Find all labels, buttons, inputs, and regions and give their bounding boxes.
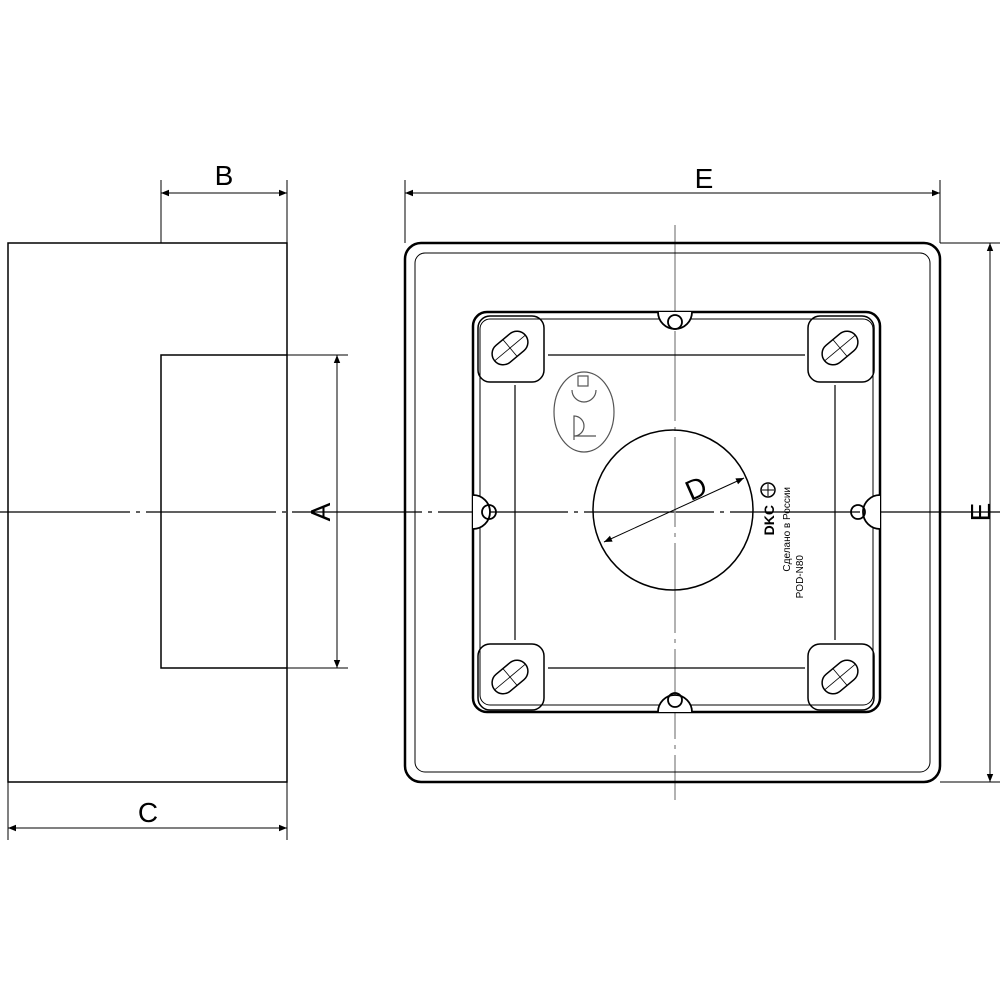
- dimension-B: B: [161, 160, 287, 197]
- side-view: [7, 180, 348, 840]
- front-view: [403, 241, 942, 784]
- brand-logo: DKC: [761, 505, 777, 535]
- dimension-A: A: [305, 355, 341, 668]
- label-E-top: E: [695, 163, 714, 194]
- dimension-D: D: [603, 470, 745, 543]
- label-D: D: [681, 470, 712, 507]
- product-marking: DKC Сделано в России POD-N80: [760, 482, 806, 599]
- certification-seal-logo: [553, 371, 615, 453]
- dimension-E-vertical: E: [940, 242, 1000, 783]
- label-E-side: E: [965, 503, 996, 522]
- made-in-text: Сделано в России: [782, 487, 793, 572]
- label-C: C: [138, 797, 158, 828]
- corner-screw-slots: [477, 315, 875, 711]
- dimension-C: C: [8, 797, 287, 832]
- label-A: A: [305, 502, 336, 521]
- dimension-E-horizontal: E: [404, 163, 941, 243]
- knockout-circle: [592, 429, 754, 591]
- model-text: POD-N80: [795, 555, 806, 599]
- label-B: B: [215, 160, 234, 191]
- ground-icon: [760, 482, 776, 498]
- mounting-holes: [472, 311, 881, 713]
